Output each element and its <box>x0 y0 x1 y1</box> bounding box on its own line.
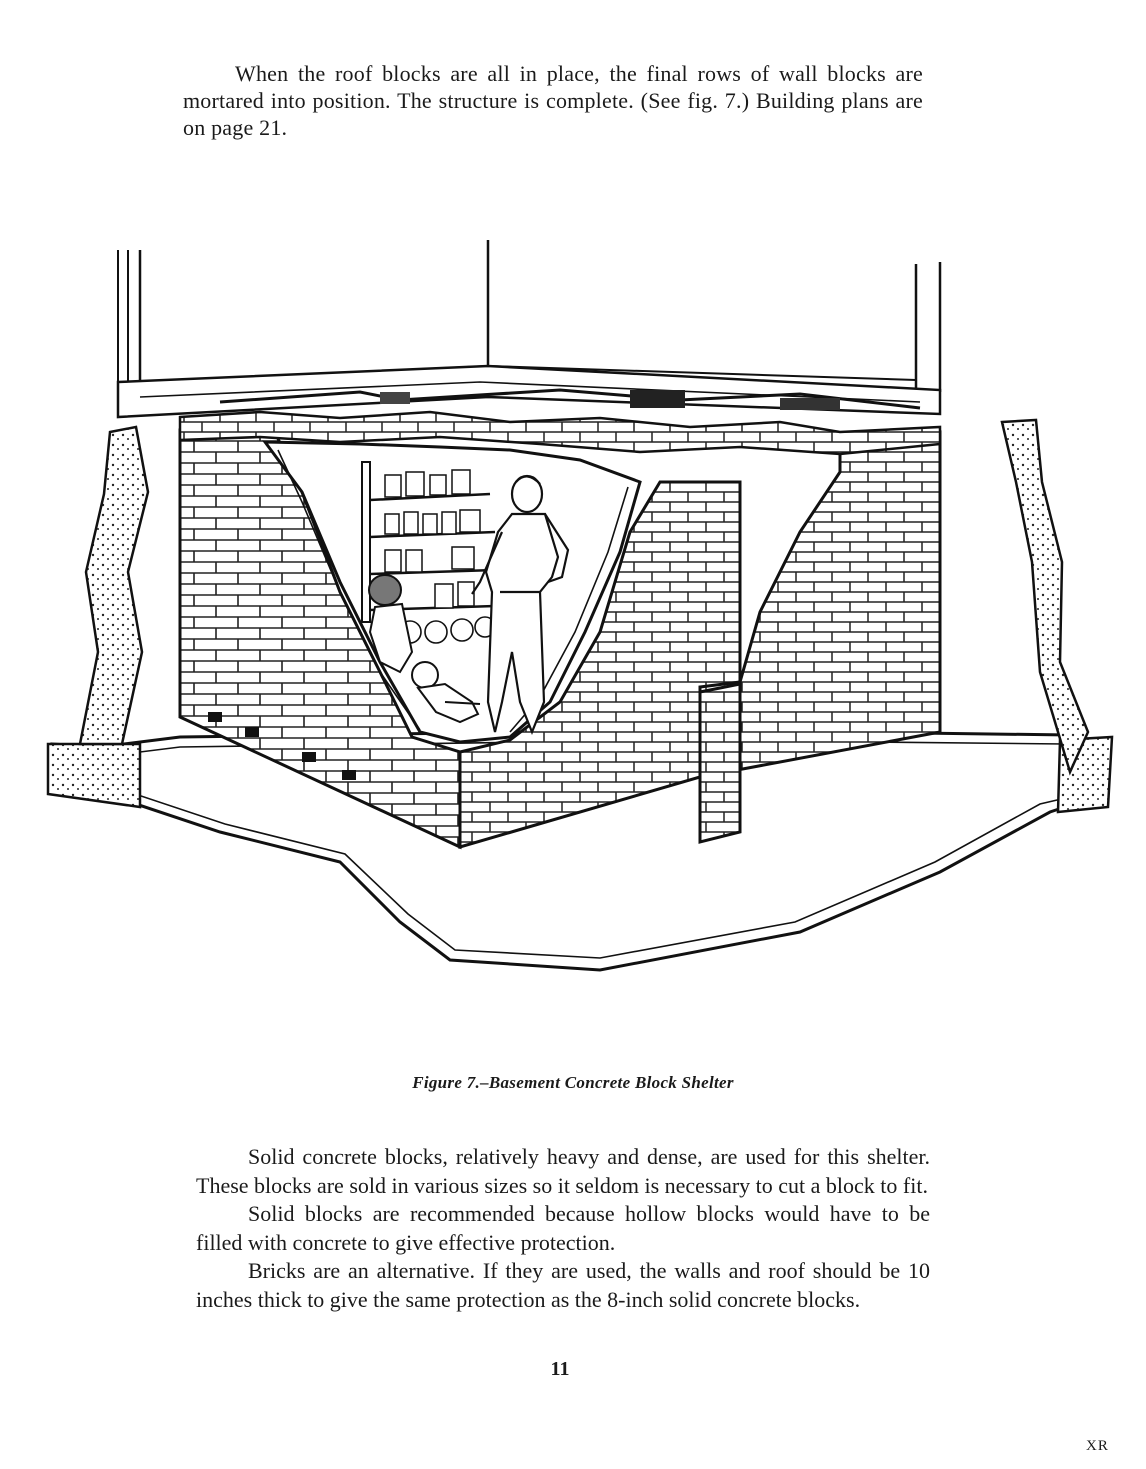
page-number: 11 <box>550 1358 570 1380</box>
foundation-walls <box>78 418 1090 776</box>
shelter-front-wall <box>458 480 742 849</box>
intro-paragraph: When the roof blocks are all in place, t… <box>183 61 923 140</box>
interior-cutaway <box>261 440 642 744</box>
body-paragraph: Solid concrete blocks, relatively heavy … <box>196 1144 930 1198</box>
seated-family-figures <box>368 574 481 724</box>
figure-caption: Figure 7.–Basement Concrete Block Shelte… <box>412 1073 734 1092</box>
standing-man-figure <box>471 474 570 735</box>
body-text: Solid concrete blocks, relatively heavy … <box>196 1143 930 1314</box>
watermark: XR <box>1086 1438 1109 1454</box>
ceiling-joists <box>116 364 942 419</box>
shelter-roof <box>178 410 942 456</box>
shelter-illustration <box>40 232 1120 992</box>
body-paragraph: Solid blocks are recommended because hol… <box>196 1201 930 1255</box>
body-paragraph: Bricks are an alternative. If they are u… <box>196 1258 930 1312</box>
shelter-right-wall <box>698 430 942 844</box>
